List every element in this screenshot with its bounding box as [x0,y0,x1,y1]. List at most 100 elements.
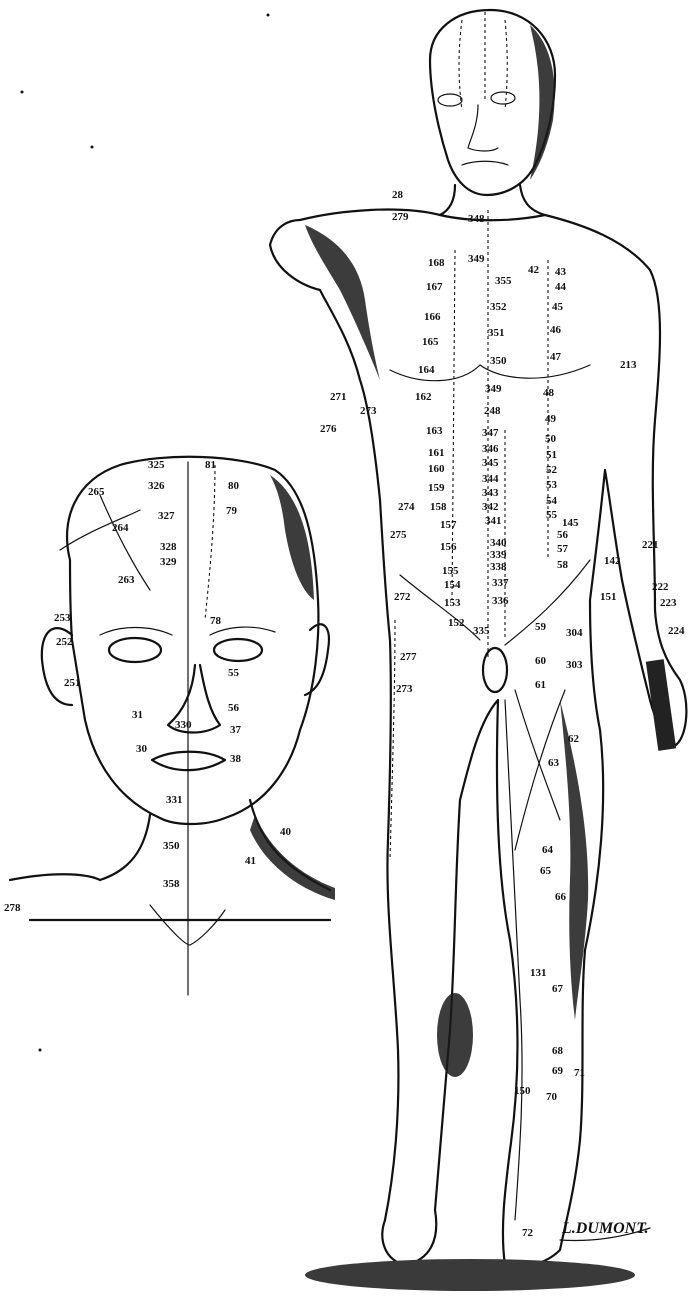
head-label: 38 [230,753,242,765]
head-label: 251 [64,677,81,689]
head-label: 326 [148,480,165,492]
engraver-signature: L.DUMONT. [561,1220,649,1237]
body-label: 271 [330,391,347,403]
head-label: 81 [205,459,216,471]
head-label: 278 [4,902,21,914]
left-eye [109,638,161,662]
body-label: 339 [490,549,507,561]
head-shading [270,475,314,600]
body-label: 55 [546,509,558,521]
body-label: 66 [555,891,567,903]
head-label: 327 [158,510,175,522]
body-label: 335 [473,625,490,637]
head-label: 252 [56,636,73,648]
figure-base [305,1259,635,1291]
body-label: 336 [492,595,509,607]
body-label: 56 [557,529,569,541]
head-inset [10,457,335,995]
head-label: 80 [228,480,240,492]
body-label: 151 [600,591,617,603]
body-label: 340 [490,537,507,549]
body-label: 65 [540,865,552,877]
body-label: 248 [484,405,501,417]
figure-neck [440,185,545,215]
body-label: 224 [668,625,685,637]
head-label: 358 [163,878,180,890]
head-label: 78 [210,615,222,627]
body-label: 70 [546,1091,558,1103]
body-label: 64 [542,844,554,856]
figure-right-eye [491,92,515,104]
body-label: 53 [546,479,558,491]
body-label: 51 [546,449,557,461]
body-label: 355 [495,275,512,287]
body-label: 49 [545,413,557,425]
body-label: 54 [546,495,558,507]
body-label: 223 [660,597,677,609]
body-label: 67 [552,983,564,995]
body-label: 167 [426,281,443,293]
body-label: 165 [422,336,439,348]
head-label: 40 [280,826,292,838]
figure-nose-mouth [462,105,508,165]
head-label: 37 [230,724,242,736]
body-label: 345 [482,457,499,469]
body-label: 159 [428,482,445,494]
body-label-group: 28 279 348 42 43 168 349 355 44 167 352 … [320,189,685,1239]
head-label: 264 [112,522,129,534]
body-label: 160 [428,463,445,475]
body-label: 72 [522,1227,534,1239]
body-label: 52 [546,464,558,476]
figure-scalp-dots [459,12,507,110]
head-label: 30 [136,743,148,755]
body-label: 48 [543,387,555,399]
head-label: 55 [228,667,240,679]
body-label: 303 [566,659,583,671]
body-label: 150 [514,1085,531,1097]
body-label: 164 [418,364,435,376]
body-label: 62 [568,733,580,745]
print-speck [39,1049,42,1052]
body-label: 154 [444,579,461,591]
body-label: 351 [488,327,505,339]
body-label: 142 [604,555,621,567]
head-label: 56 [228,702,240,714]
head-label: 31 [132,709,143,721]
body-label: 346 [482,443,499,455]
body-label: 47 [550,351,562,363]
body-label: 349 [468,253,485,265]
body-label: 153 [444,597,461,609]
body-label: 348 [468,213,485,225]
body-label: 68 [552,1045,564,1057]
body-label: 349 [485,383,502,395]
knee-shading [437,993,473,1077]
left-brow [100,628,172,636]
body-label: 350 [490,355,507,367]
body-label: 273 [360,405,377,417]
body-label: 57 [557,543,569,555]
body-label: 344 [482,473,499,485]
head-label: 325 [148,459,165,471]
head-label: 328 [160,541,177,553]
body-label: 44 [555,281,567,293]
body-label: 163 [426,425,443,437]
neck-shading [250,815,335,900]
body-label: 352 [490,301,507,313]
body-label: 152 [448,617,465,629]
body-label: 213 [620,359,637,371]
body-label: 276 [320,423,337,435]
body-label: 28 [392,189,404,201]
leg-crossing-lines [505,690,565,1220]
body-label: 168 [428,257,445,269]
body-label: 304 [566,627,583,639]
body-label: 50 [545,433,557,445]
head-label: 263 [118,574,135,586]
body-label: 156 [440,541,457,553]
body-label: 337 [492,577,509,589]
body-label: 161 [428,447,445,459]
body-label: 277 [400,651,417,663]
head-label: 253 [54,612,71,624]
body-label: 166 [424,311,441,323]
body-label: 162 [415,391,432,403]
